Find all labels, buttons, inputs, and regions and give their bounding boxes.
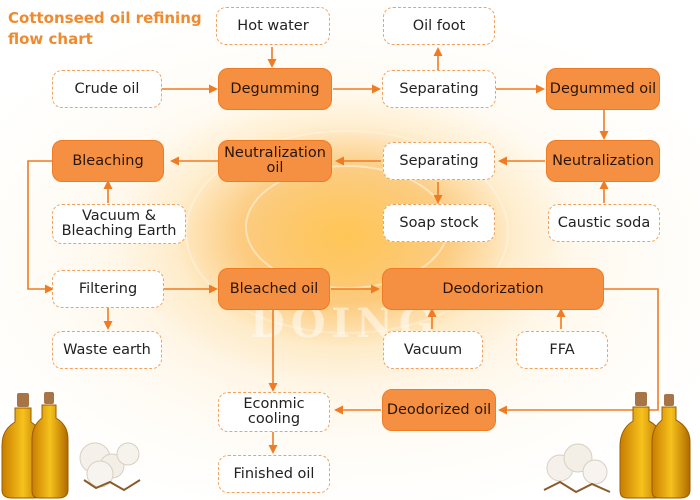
node-neutralization: Neutralization [546,140,660,182]
node-crude-oil: Crude oil [52,70,162,108]
node-vacuum: Vacuum [383,331,483,369]
node-finished-oil: Finished oil [218,455,330,493]
node-soap-stock: Soap stock [383,204,495,242]
node-hot-water: Hot water [216,7,330,45]
node-separating-2: Separating [383,142,495,180]
node-degummed-oil: Degummed oil [546,68,660,110]
arrow-bleaching-to-filtering [27,160,54,294]
node-oil-foot: Oil foot [383,7,495,45]
node-caustic-soda: Caustic soda [548,204,660,242]
node-neutralization-oil: Neutralization oil [218,140,332,182]
node-ffa: FFA [516,331,608,369]
node-bleaching: Bleaching [52,140,164,182]
node-degumming: Degumming [218,68,332,110]
node-separating-1: Separating [382,70,496,108]
ripple-ring [185,130,509,334]
page-title: Cottonseed oil refining flow chart [8,9,202,48]
node-bleached-oil: Bleached oil [218,268,330,310]
node-deodorized-oil: Deodorized oil [382,389,496,431]
node-deodorization: Deodorization [382,268,604,310]
arrow-deodorization-to-deodorizedoil [498,288,659,415]
oil-bottles-cotton-illustration-right [543,392,691,499]
oil-bottles-cotton-illustration-left [1,392,141,499]
node-vacuum-bleaching-earth: Vacuum & Bleaching Earth [52,204,186,244]
node-filtering: Filtering [52,270,164,308]
node-waste-earth: Waste earth [52,331,162,369]
node-econmic-cooling: Econmic cooling [218,392,330,432]
